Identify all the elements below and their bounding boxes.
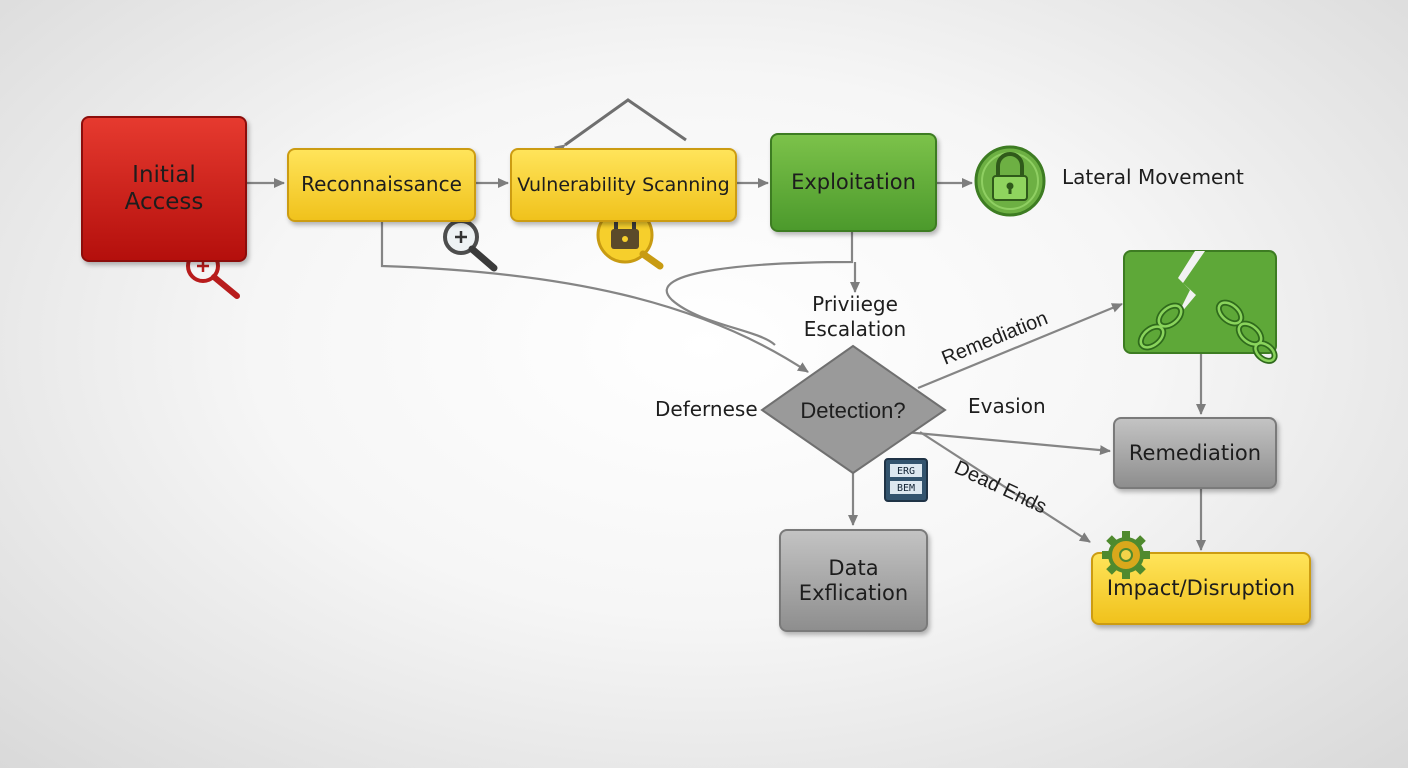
- node-vulnerability-scanning[interactable]: Vulnerability Scanning: [510, 148, 737, 222]
- node-reconnaissance-label: Reconnaissance: [301, 172, 462, 197]
- edge-label-dead-ends: Dead Ends: [951, 457, 1050, 519]
- node-vulnerability-scanning-label: Vulnerability Scanning: [517, 173, 730, 196]
- detection-label: Detection?: [800, 398, 905, 423]
- arrow-detection-impact: [919, 431, 1091, 543]
- magnifier-icon: [443, 219, 498, 272]
- node-remediation[interactable]: Remediation: [1113, 417, 1277, 489]
- label-lateral-movement: Lateral Movement: [1062, 165, 1244, 189]
- node-initial-access-label: Initial Access: [124, 161, 204, 215]
- label-defense: Defernese: [655, 397, 758, 421]
- label-evasion: Evasion: [968, 394, 1046, 418]
- label-privilege-escalation: Priviiege Escalation: [803, 292, 907, 341]
- node-remediation-label: Remediation: [1128, 440, 1262, 465]
- detection-diamond: [760, 344, 947, 475]
- arrow-vuln-detection: [665, 232, 854, 346]
- arrow-detection-remediation: [904, 430, 1111, 456]
- arrow-detection-chain: [917, 302, 1123, 390]
- node-reconnaissance[interactable]: Reconnaissance: [287, 148, 476, 222]
- server-panel-text-1: ERG: [897, 466, 915, 477]
- arrow-feedback-top: [553, 98, 687, 155]
- gear-icon: [1102, 531, 1150, 579]
- node-data-exfiltration-label: Data Exflication: [798, 555, 909, 605]
- node-impact-disruption[interactable]: Impact/Disruption: [1091, 552, 1311, 625]
- broken-chain-icon: [1123, 250, 1278, 364]
- edge-label-remediation: Remediation: [939, 307, 1051, 369]
- server-panel-icon: ERG BEM: [884, 458, 928, 502]
- node-impact-disruption-label: Impact/Disruption: [1106, 576, 1296, 601]
- node-exploitation-label: Exploitation: [791, 170, 916, 195]
- padlock-icon: [974, 145, 1046, 217]
- server-panel-text-2: BEM: [897, 483, 915, 494]
- node-initial-access[interactable]: Initial Access: [81, 116, 247, 262]
- node-data-exfiltration[interactable]: Data Exflication: [779, 529, 928, 632]
- arrow-recon-detection: [380, 222, 809, 373]
- node-exploitation[interactable]: Exploitation: [770, 133, 937, 232]
